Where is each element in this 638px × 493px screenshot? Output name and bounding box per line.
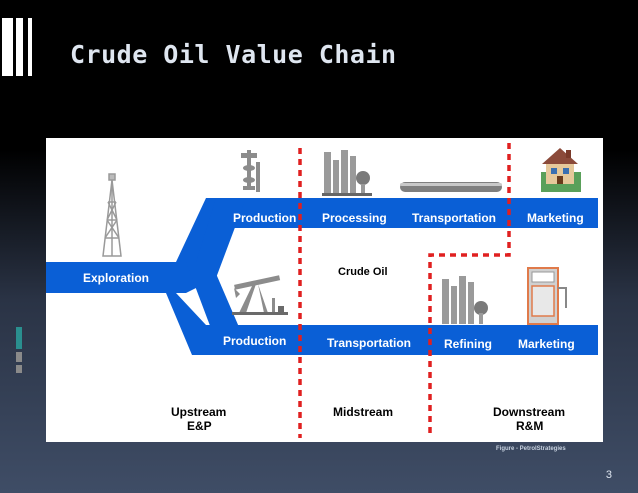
gas-chain-label-transportation: Transportation — [412, 211, 496, 225]
oil-chain-label-production: Production — [223, 334, 286, 348]
gas-processing-plant-icon — [322, 150, 372, 196]
slide-title: Crude Oil Value Chain — [70, 40, 397, 69]
oil-chain-label-transportation: Transportation — [327, 336, 411, 350]
pipeline-icon — [400, 182, 502, 192]
downstream-sublabel: R&M — [516, 419, 543, 433]
upstream-sublabel: E&P — [187, 419, 212, 433]
fuel-pump-icon — [527, 267, 567, 325]
value-chain-diagram: Exploration Production Processing Transp… — [46, 143, 598, 438]
gas-chain-label-processing: Processing — [322, 211, 387, 225]
gas-chain-label-production: Production — [233, 211, 296, 225]
slide-number: 3 — [605, 469, 612, 481]
refinery-icon — [442, 276, 488, 324]
oil-chain-label-marketing: Marketing — [518, 337, 575, 351]
house-icon — [541, 148, 581, 192]
midstream-label: Midstream — [333, 405, 393, 419]
crude-oil-label: Crude Oil — [338, 266, 388, 278]
deco-square — [16, 352, 22, 362]
deco-square — [28, 18, 32, 76]
drilling-rig-icon — [102, 173, 122, 257]
slide-header-band — [0, 0, 638, 110]
gas-branch-band — [46, 198, 598, 262]
deco-square — [16, 365, 22, 373]
pumpjack-icon — [232, 275, 288, 315]
oil-branch-band — [166, 293, 598, 355]
value-chain-figure: Exploration Production Processing Transp… — [46, 138, 603, 442]
downstream-label: Downstream — [493, 405, 565, 419]
deco-square — [16, 327, 22, 349]
gas-wellhead-icon — [241, 150, 260, 192]
figure-credit: Figure - PetrolStrategies — [496, 446, 566, 452]
deco-square — [2, 18, 13, 76]
oil-chain-label-refining: Refining — [444, 337, 492, 351]
gas-chain-label-marketing: Marketing — [527, 211, 584, 225]
downstream-divider — [428, 143, 511, 438]
upstream-label: Upstream — [171, 405, 226, 419]
exploration-label: Exploration — [83, 271, 149, 285]
deco-square — [16, 18, 23, 76]
